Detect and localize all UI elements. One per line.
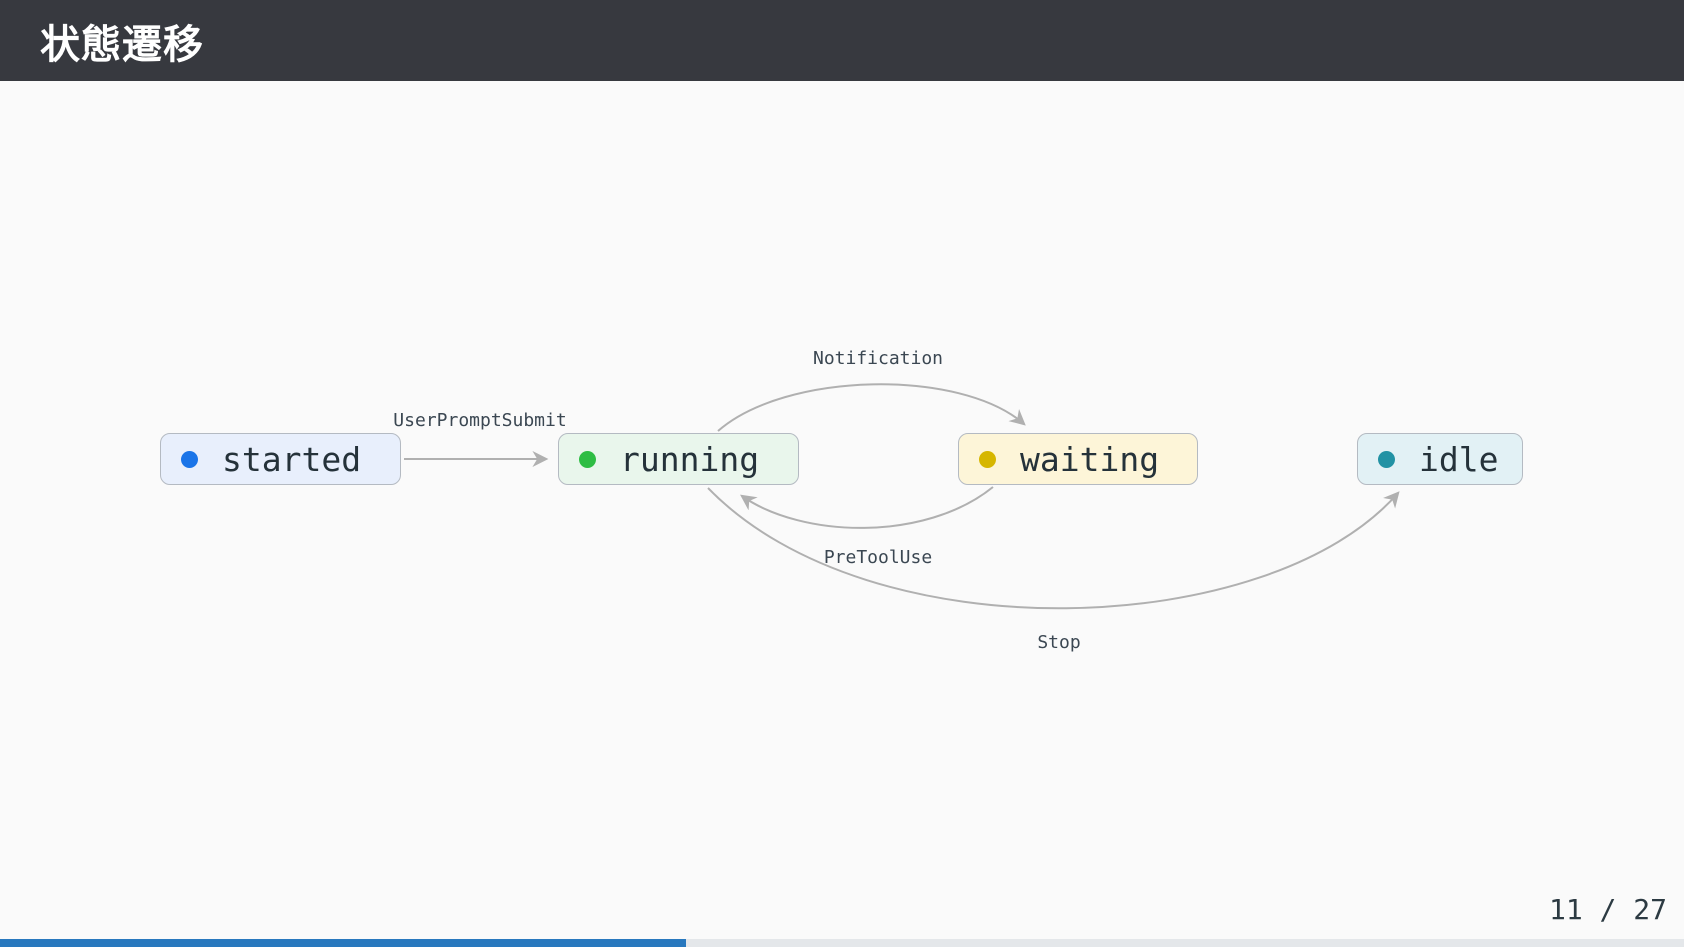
edge-stop [707, 487, 1400, 610]
slide-title: 状態遷移 [40, 22, 204, 67]
state-dot-icon [979, 450, 996, 468]
state-label: idle [1419, 439, 1499, 479]
slide-header: 状態遷移 [0, 0, 1684, 81]
edge-label-user-prompt-submit: UserPromptSubmit [393, 410, 567, 431]
state-label: running [620, 439, 760, 479]
state-node-idle[interactable]: idle [1357, 433, 1523, 485]
state-dot-icon [579, 450, 596, 468]
state-label: waiting [1020, 439, 1160, 479]
edge-notification [717, 383, 1026, 432]
state-label: started [222, 439, 362, 479]
edge-label-pre-tool-use: PreToolUse [823, 547, 933, 568]
edge-label-stop: Stop [1037, 632, 1081, 653]
state-dot-icon [181, 450, 198, 468]
progress-fill [0, 939, 687, 947]
state-node-started[interactable]: started [160, 433, 401, 485]
state-node-waiting[interactable]: waiting [958, 433, 1198, 485]
progress-track [0, 939, 1684, 947]
state-dot-icon [1378, 450, 1395, 468]
state-node-running[interactable]: running [558, 433, 799, 485]
page-indicator: 11 / 27 [1548, 893, 1667, 926]
edge-pre-tool-use [740, 486, 994, 529]
edge-label-notification: Notification [812, 348, 944, 369]
